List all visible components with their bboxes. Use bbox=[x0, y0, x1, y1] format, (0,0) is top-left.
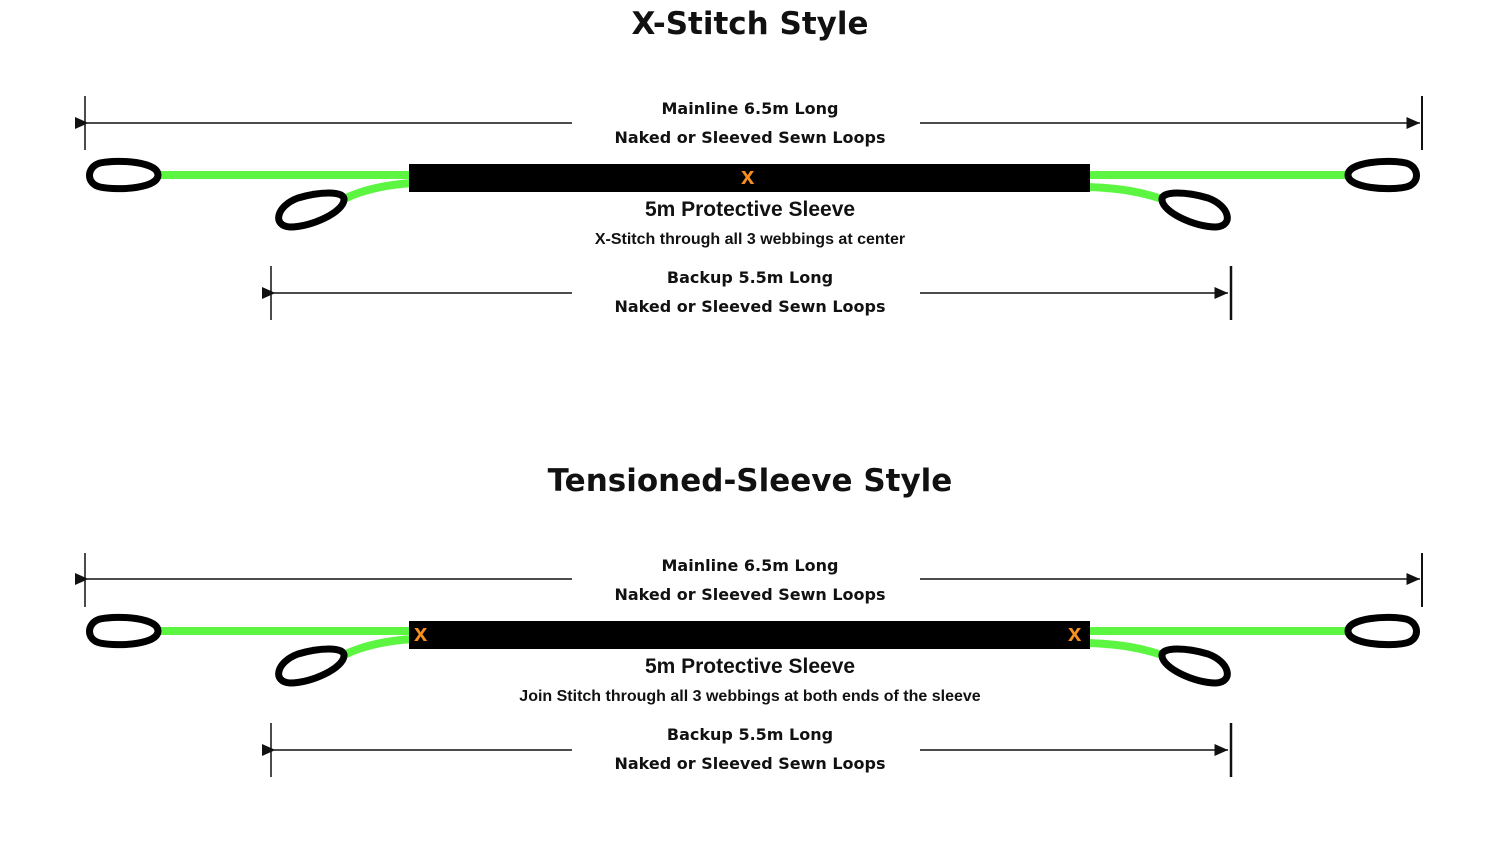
sleeve-title: 5m Protective Sleeve bbox=[644, 655, 856, 678]
mainline-length-label: Mainline 6.5m Long bbox=[661, 99, 839, 118]
sleeve-title: 5m Protective Sleeve bbox=[644, 198, 856, 221]
sleeve-note: X-Stitch through all 3 webbings at cente… bbox=[594, 231, 906, 248]
section-title: Tensioned-Sleeve Style bbox=[547, 463, 953, 499]
backup-loop-left bbox=[275, 645, 348, 687]
mainline-loop-right bbox=[1344, 157, 1420, 193]
mainline-length-label: Mainline 6.5m Long bbox=[661, 556, 839, 575]
section-title: X-Stitch Style bbox=[631, 6, 869, 42]
backup-webbing-right bbox=[1087, 639, 1164, 659]
backup-webbing-left bbox=[342, 635, 413, 659]
tensioned-sleeve-diagram bbox=[75, 553, 1423, 777]
right-stitch-mark: x bbox=[1068, 620, 1082, 647]
mainline-loops-label: Naked or Sleeved Sewn Loops bbox=[614, 585, 886, 604]
mainline-loop-right bbox=[1344, 613, 1420, 649]
x-stitch-diagram bbox=[75, 96, 1423, 320]
center-stitch-mark: x bbox=[741, 163, 755, 190]
backup-webbing-left bbox=[342, 179, 413, 203]
backup-loops-label: Naked or Sleeved Sewn Loops bbox=[614, 297, 886, 316]
sleeve-note: Join Stitch through all 3 webbings at bo… bbox=[519, 688, 981, 705]
left-stitch-mark: x bbox=[414, 620, 428, 647]
mainline-loop-left bbox=[86, 613, 162, 649]
protective-sleeve bbox=[409, 621, 1090, 649]
x-stitch-section: X-Stitch Style Mainline 6.5m Long Naked … bbox=[0, 0, 1500, 400]
backup-loop-right bbox=[1158, 645, 1231, 687]
backup-loop-right bbox=[1158, 189, 1231, 231]
mainline-loop-left bbox=[86, 157, 162, 193]
backup-webbing-right bbox=[1087, 183, 1164, 203]
protective-sleeve bbox=[409, 164, 1090, 192]
tensioned-sleeve-section: Tensioned-Sleeve Style Mainline 6.5m Lon… bbox=[0, 457, 1500, 857]
backup-loops-label: Naked or Sleeved Sewn Loops bbox=[614, 754, 886, 773]
backup-length-label: Backup 5.5m Long bbox=[666, 725, 834, 744]
mainline-loops-label: Naked or Sleeved Sewn Loops bbox=[614, 128, 886, 147]
backup-length-label: Backup 5.5m Long bbox=[666, 268, 834, 287]
backup-loop-left bbox=[275, 189, 348, 231]
